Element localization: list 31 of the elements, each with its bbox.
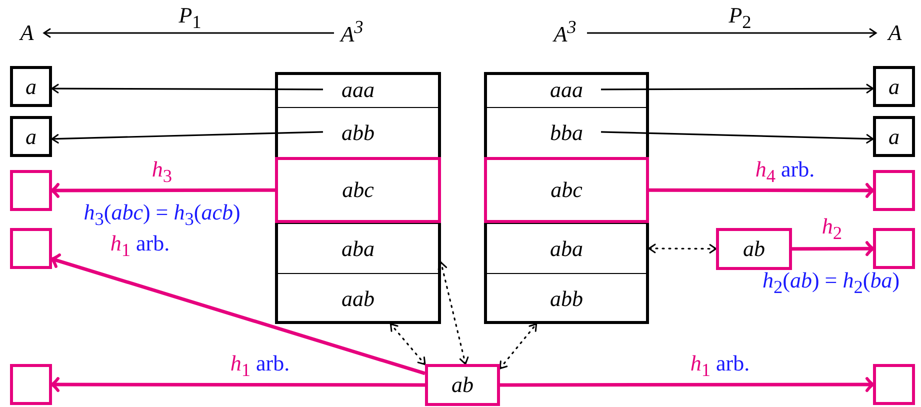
set-symbol: A: [14, 16, 40, 50]
value-box: a: [10, 116, 52, 157]
value-box: [873, 364, 915, 405]
table-row: abb: [484, 273, 649, 324]
table-row: bba: [484, 107, 649, 157]
value-box: [873, 228, 915, 269]
value-box: ab: [425, 364, 500, 406]
set-symbol: A$^{3}$: [334, 14, 370, 50]
table-row: aba: [484, 223, 649, 273]
equation: h$_{3}$(abc) = h$_{3}$(acb): [82, 202, 242, 228]
edge-label: h$_{3}$: [150, 158, 174, 186]
value-box: a: [873, 66, 915, 107]
table-frame: [275, 72, 441, 324]
value-box: ab: [716, 228, 792, 270]
table-row: aab: [275, 273, 441, 324]
set-symbol: A$^{3}$: [547, 14, 583, 50]
value-box: [873, 170, 915, 211]
table-frame: [484, 72, 649, 324]
table-row: aaa: [275, 72, 441, 107]
table-row: abb: [275, 107, 441, 157]
highlighted-row: abc: [484, 157, 649, 223]
set-symbol: A: [882, 16, 908, 50]
value-box: [10, 228, 52, 269]
value-box: [10, 170, 52, 211]
highlighted-row: abc: [275, 157, 441, 223]
value-box: [10, 364, 52, 405]
table-row: aaa: [484, 72, 649, 107]
table-row: aba: [275, 223, 441, 273]
value-box: a: [873, 116, 915, 157]
value-box: a: [10, 66, 52, 107]
equation: h$_{2}$(ab) = h$_{2}$(ba): [761, 270, 901, 296]
